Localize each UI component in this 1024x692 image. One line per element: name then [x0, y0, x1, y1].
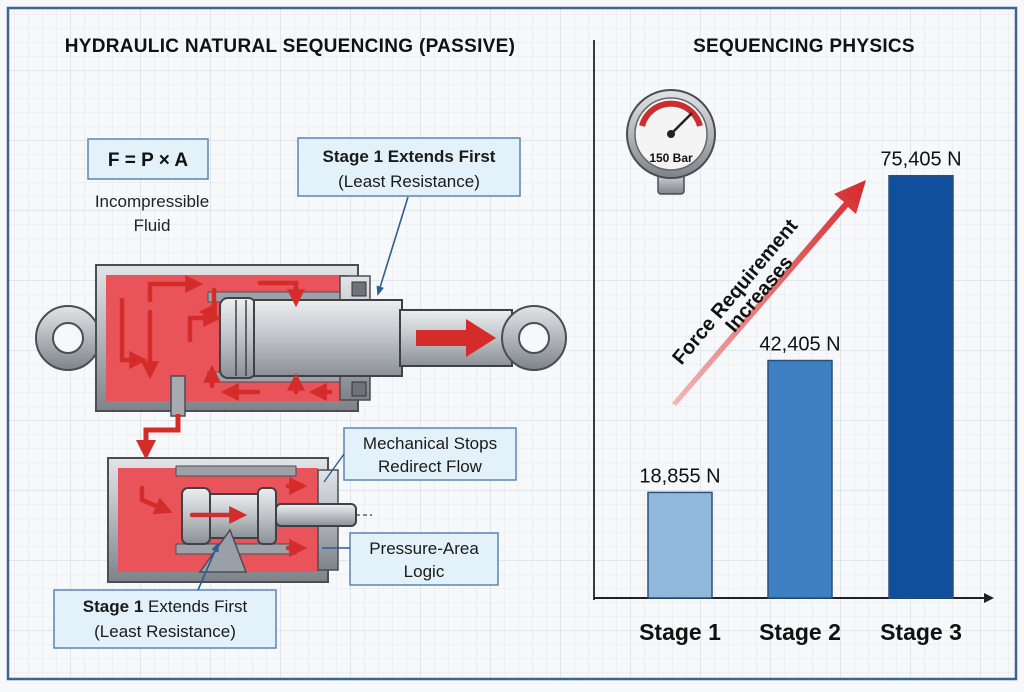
fluid-label-line1: Incompressible [95, 192, 209, 211]
svg-text:Stage 1 Extends First: Stage 1 Extends First [83, 597, 248, 616]
x-axis-arrowhead [984, 593, 994, 603]
fluid-label-line2: Fluid [134, 216, 171, 235]
callout-stops-line1: Mechanical Stops [363, 434, 497, 453]
category-label-1: Stage 1 [639, 619, 721, 645]
bar-3 [888, 174, 954, 599]
force-bar-chart: 18,855 N Stage 1 42,405 N Stage 2 75,405 N St… [594, 149, 994, 645]
callout-logic-line2: Logic [404, 562, 445, 581]
formula-box: F = P × A [87, 138, 209, 180]
callout-stops-line2: Redirect Flow [378, 457, 483, 476]
sequence-cylinder [107, 457, 372, 583]
bar-value-label-2: 42,405 N [759, 334, 840, 356]
callout-stage1-top: Stage 1 Extends First (Least Resistance) [297, 137, 521, 296]
connecting-line [136, 375, 186, 460]
bar-1 [647, 491, 713, 599]
right-panel-title: SEQUENCING PHYSICS [693, 36, 915, 57]
stage1-tube [253, 299, 403, 377]
pressure-gauge: 150 Bar [626, 89, 716, 195]
sequence-rod [275, 503, 357, 527]
bar-2 [767, 359, 833, 599]
callout-bottom-bold: Stage 1 [83, 597, 143, 616]
gauge-needle [670, 112, 693, 135]
callout-bottom-rest: Extends First [143, 597, 247, 616]
left-panel-title: HYDRAULIC NATURAL SEQUENCING (PASSIVE) [65, 36, 516, 57]
category-label-3: Stage 3 [880, 619, 962, 645]
category-label-2: Stage 2 [759, 619, 841, 645]
flow-arrows-main [119, 275, 333, 401]
extension-arrow [416, 319, 496, 357]
outer-frame [6, 6, 1018, 681]
bar-value-label-1: 18,855 N [639, 465, 720, 487]
callout-stage1-bottom: Stage 1 Extends First (Least Resistance) [53, 542, 277, 649]
flow-arrows-sequence [139, 477, 308, 557]
callout-bottom-line2: (Least Resistance) [94, 622, 236, 641]
callout-pressure-area: Pressure-Area Logic [322, 532, 499, 586]
callout-top-line1: Stage 1 Extends First [323, 147, 496, 166]
callout-logic-line1: Pressure-Area [369, 539, 479, 558]
callout-mechanical-stops: Mechanical Stops Redirect Flow [323, 427, 517, 483]
gauge-label: 150 Bar [649, 151, 693, 165]
formula-text: F = P × A [108, 150, 189, 171]
bar-value-label-3: 75,405 N [880, 149, 961, 171]
callout-top-line2: (Least Resistance) [338, 172, 480, 191]
piston-head [219, 297, 257, 379]
